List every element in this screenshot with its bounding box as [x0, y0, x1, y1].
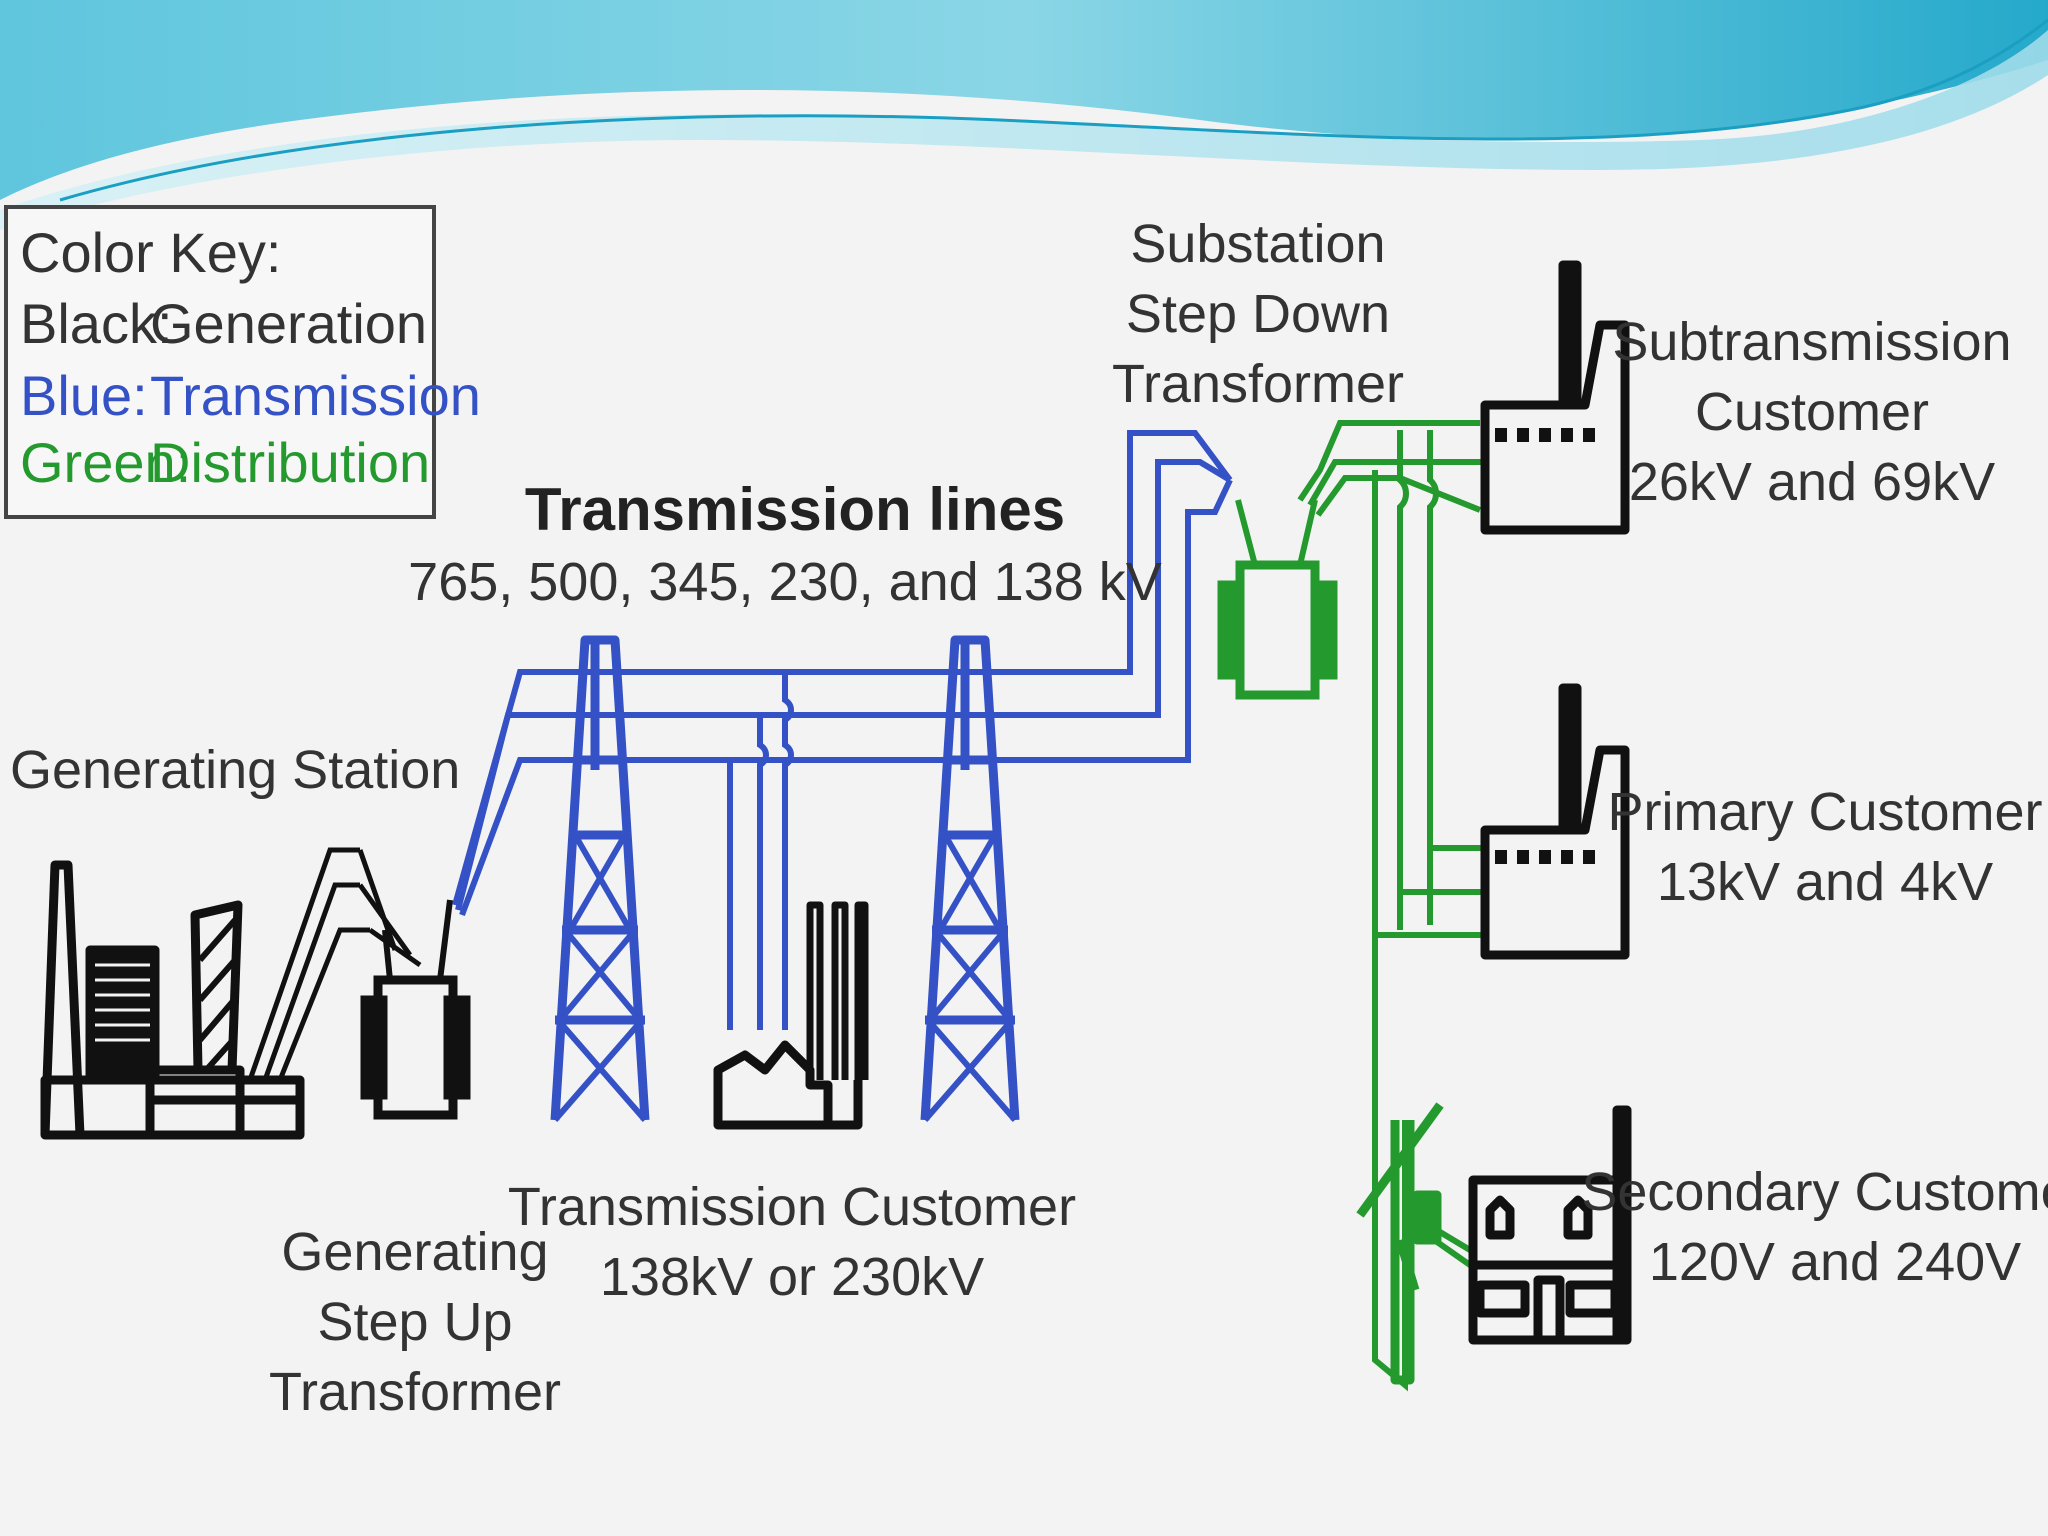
- step-up-label-line3: Transformer: [269, 1362, 561, 1422]
- header-wave: [0, 0, 2048, 230]
- subtransmission-label-line3: 26kV and 69kV: [1629, 452, 1995, 512]
- step-up-transformer-icon: [360, 899, 471, 1120]
- transmission-tower-icon: [550, 635, 650, 1122]
- key-black-prefix: Black:: [20, 292, 173, 355]
- house-icon: [1468, 1105, 1632, 1345]
- step-up-label-line1: Generating: [281, 1222, 548, 1282]
- generation-lines: [247, 847, 422, 1081]
- key-black-label: Generation: [150, 292, 427, 355]
- generating-station-icon: [40, 860, 305, 1140]
- subtransmission-label-line1: Subtransmission: [1612, 312, 2011, 372]
- key-green-prefix: Green:: [20, 431, 191, 494]
- primary-customer-label-line2: 13kV and 4kV: [1657, 852, 1993, 912]
- key-blue-label: Transmission: [150, 364, 481, 427]
- substation-label-line2: Step Down: [1126, 284, 1390, 344]
- color-key: Color Key: Black: Generation Blue: Trans…: [4, 205, 481, 519]
- substation-label-line3: Transformer: [1112, 354, 1404, 414]
- transmission-customer-label-line1: Transmission Customer: [508, 1177, 1076, 1237]
- subtransmission-label-line2: Customer: [1695, 382, 1929, 442]
- transmission-lines: [452, 430, 1233, 1030]
- primary-customer-label-line1: Primary Customer: [1607, 782, 2042, 842]
- generating-station-label: Generating Station: [10, 740, 460, 800]
- transmission-customer-factory-icon: [713, 901, 869, 1130]
- transmission-lines-title: Transmission lines: [525, 476, 1065, 543]
- step-down-transformer-icon: [1217, 499, 1338, 700]
- substation-label-line1: Substation: [1130, 214, 1385, 274]
- transmission-lines-values: 765, 500, 345, 230, and 138 kV: [408, 552, 1162, 612]
- key-green-label: Distribution: [150, 431, 430, 494]
- color-key-frame: [4, 205, 436, 519]
- transmission-tower-icon: [920, 635, 1020, 1122]
- step-up-label-line2: Step Up: [317, 1292, 512, 1352]
- secondary-customer-label-line2: 120V and 240V: [1649, 1232, 2021, 1292]
- color-key-title: Color Key:: [20, 221, 281, 284]
- distribution-pole-icon: [1356, 1102, 1472, 1385]
- subtransmission-factory-icon: [1480, 260, 1630, 535]
- primary-factory-icon: [1480, 683, 1630, 960]
- secondary-customer-label-line1: Secondary Customer: [1581, 1162, 2048, 1222]
- transmission-customer-label-line2: 138kV or 230kV: [600, 1247, 984, 1307]
- key-blue-prefix: Blue:: [20, 364, 148, 427]
